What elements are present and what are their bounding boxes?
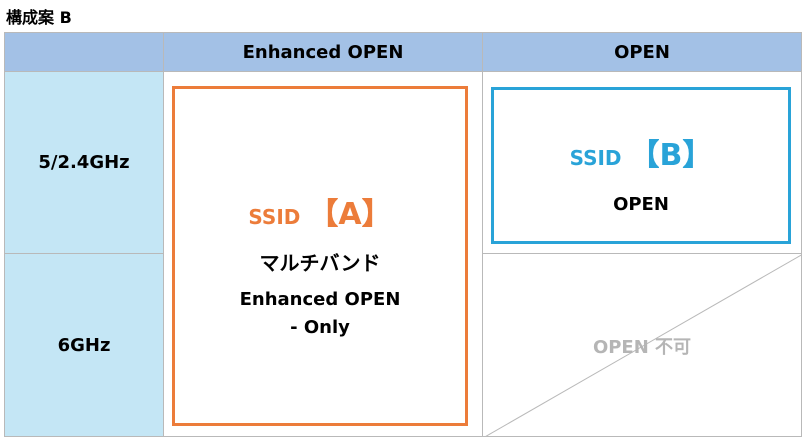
ssid-a-heading: SSID 【A】 [175,189,465,233]
page-title: 構成案 B [6,8,72,27]
header-open: OPEN [482,32,802,72]
open-not-allowed-label: OPEN 不可 [592,337,692,358]
ssid-a-label: SSID [248,205,301,229]
ssid-b-box: SSID 【B】 OPEN [491,87,791,244]
diagonal-strike-line [485,254,801,436]
ssid-a-id: 【A】 [308,197,392,232]
ssid-b-id: 【B】 [629,138,713,173]
header-corner-cell [4,32,164,72]
open-6ghz-cell: OPEN 不可 [482,253,802,437]
ssid-a-mode: マルチバンド [259,251,381,275]
ssid-b-heading: SSID 【B】 [494,130,788,174]
header-enhanced-open: Enhanced OPEN [163,32,483,72]
row-label-5-2-4ghz: 5/2.4GHz [4,71,164,254]
ssid-a-security-line2: - Only [290,317,350,338]
row-label-6ghz: 6GHz [4,253,164,437]
ssid-b-label: SSID [569,146,622,170]
ssid-a-security-line1: Enhanced OPEN [239,289,401,310]
ssid-a-box: SSID 【A】 マルチバンド Enhanced OPEN - Only [172,86,468,426]
ssid-b-security: OPEN [613,194,669,215]
